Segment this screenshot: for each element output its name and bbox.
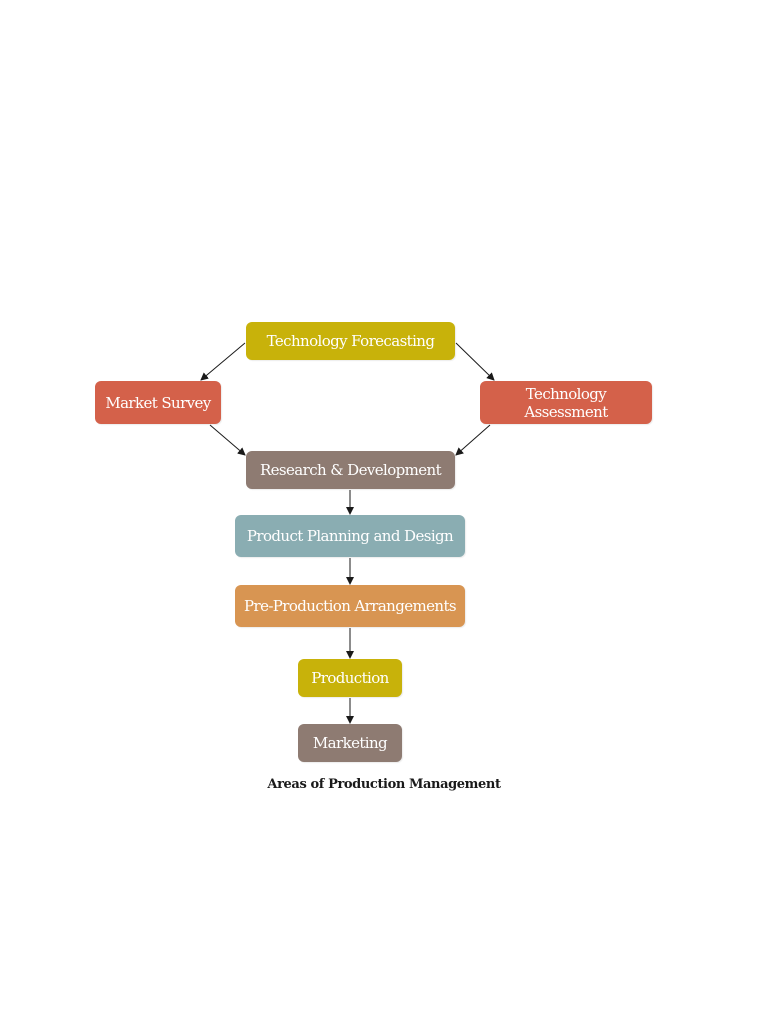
node-label: Product Planning and Design [246, 527, 454, 545]
node-label: Research & Development [259, 461, 442, 479]
diagram-caption: Areas of Production Management [267, 777, 501, 792]
node-label: Pre-Production Arrangements [244, 597, 457, 615]
node-production: Production [298, 659, 402, 697]
node-label: Technology Assessment [524, 384, 608, 421]
node-marketing: Marketing [298, 724, 402, 762]
arrow-forecast-to-tech-assessment [455, 342, 495, 381]
node-pre-production-arrangements: Pre-Production Arrangements [235, 585, 465, 627]
arrow-forecast-to-market-survey [200, 342, 246, 381]
node-label: Market Survey [105, 393, 211, 412]
node-label: Technology Forecasting [266, 332, 435, 350]
node-label: Marketing [312, 734, 388, 752]
arrow-market-survey-to-rnd [209, 424, 246, 456]
arrow-tech-assessment-to-rnd [455, 424, 491, 456]
node-product-planning-design: Product Planning and Design [235, 515, 465, 557]
node-technology-assessment: Technology Assessment [480, 381, 652, 424]
node-research-development: Research & Development [246, 451, 455, 489]
node-technology-forecasting: Technology Forecasting [246, 322, 455, 360]
node-label: Production [311, 669, 389, 687]
node-market-survey: Market Survey [95, 381, 221, 424]
